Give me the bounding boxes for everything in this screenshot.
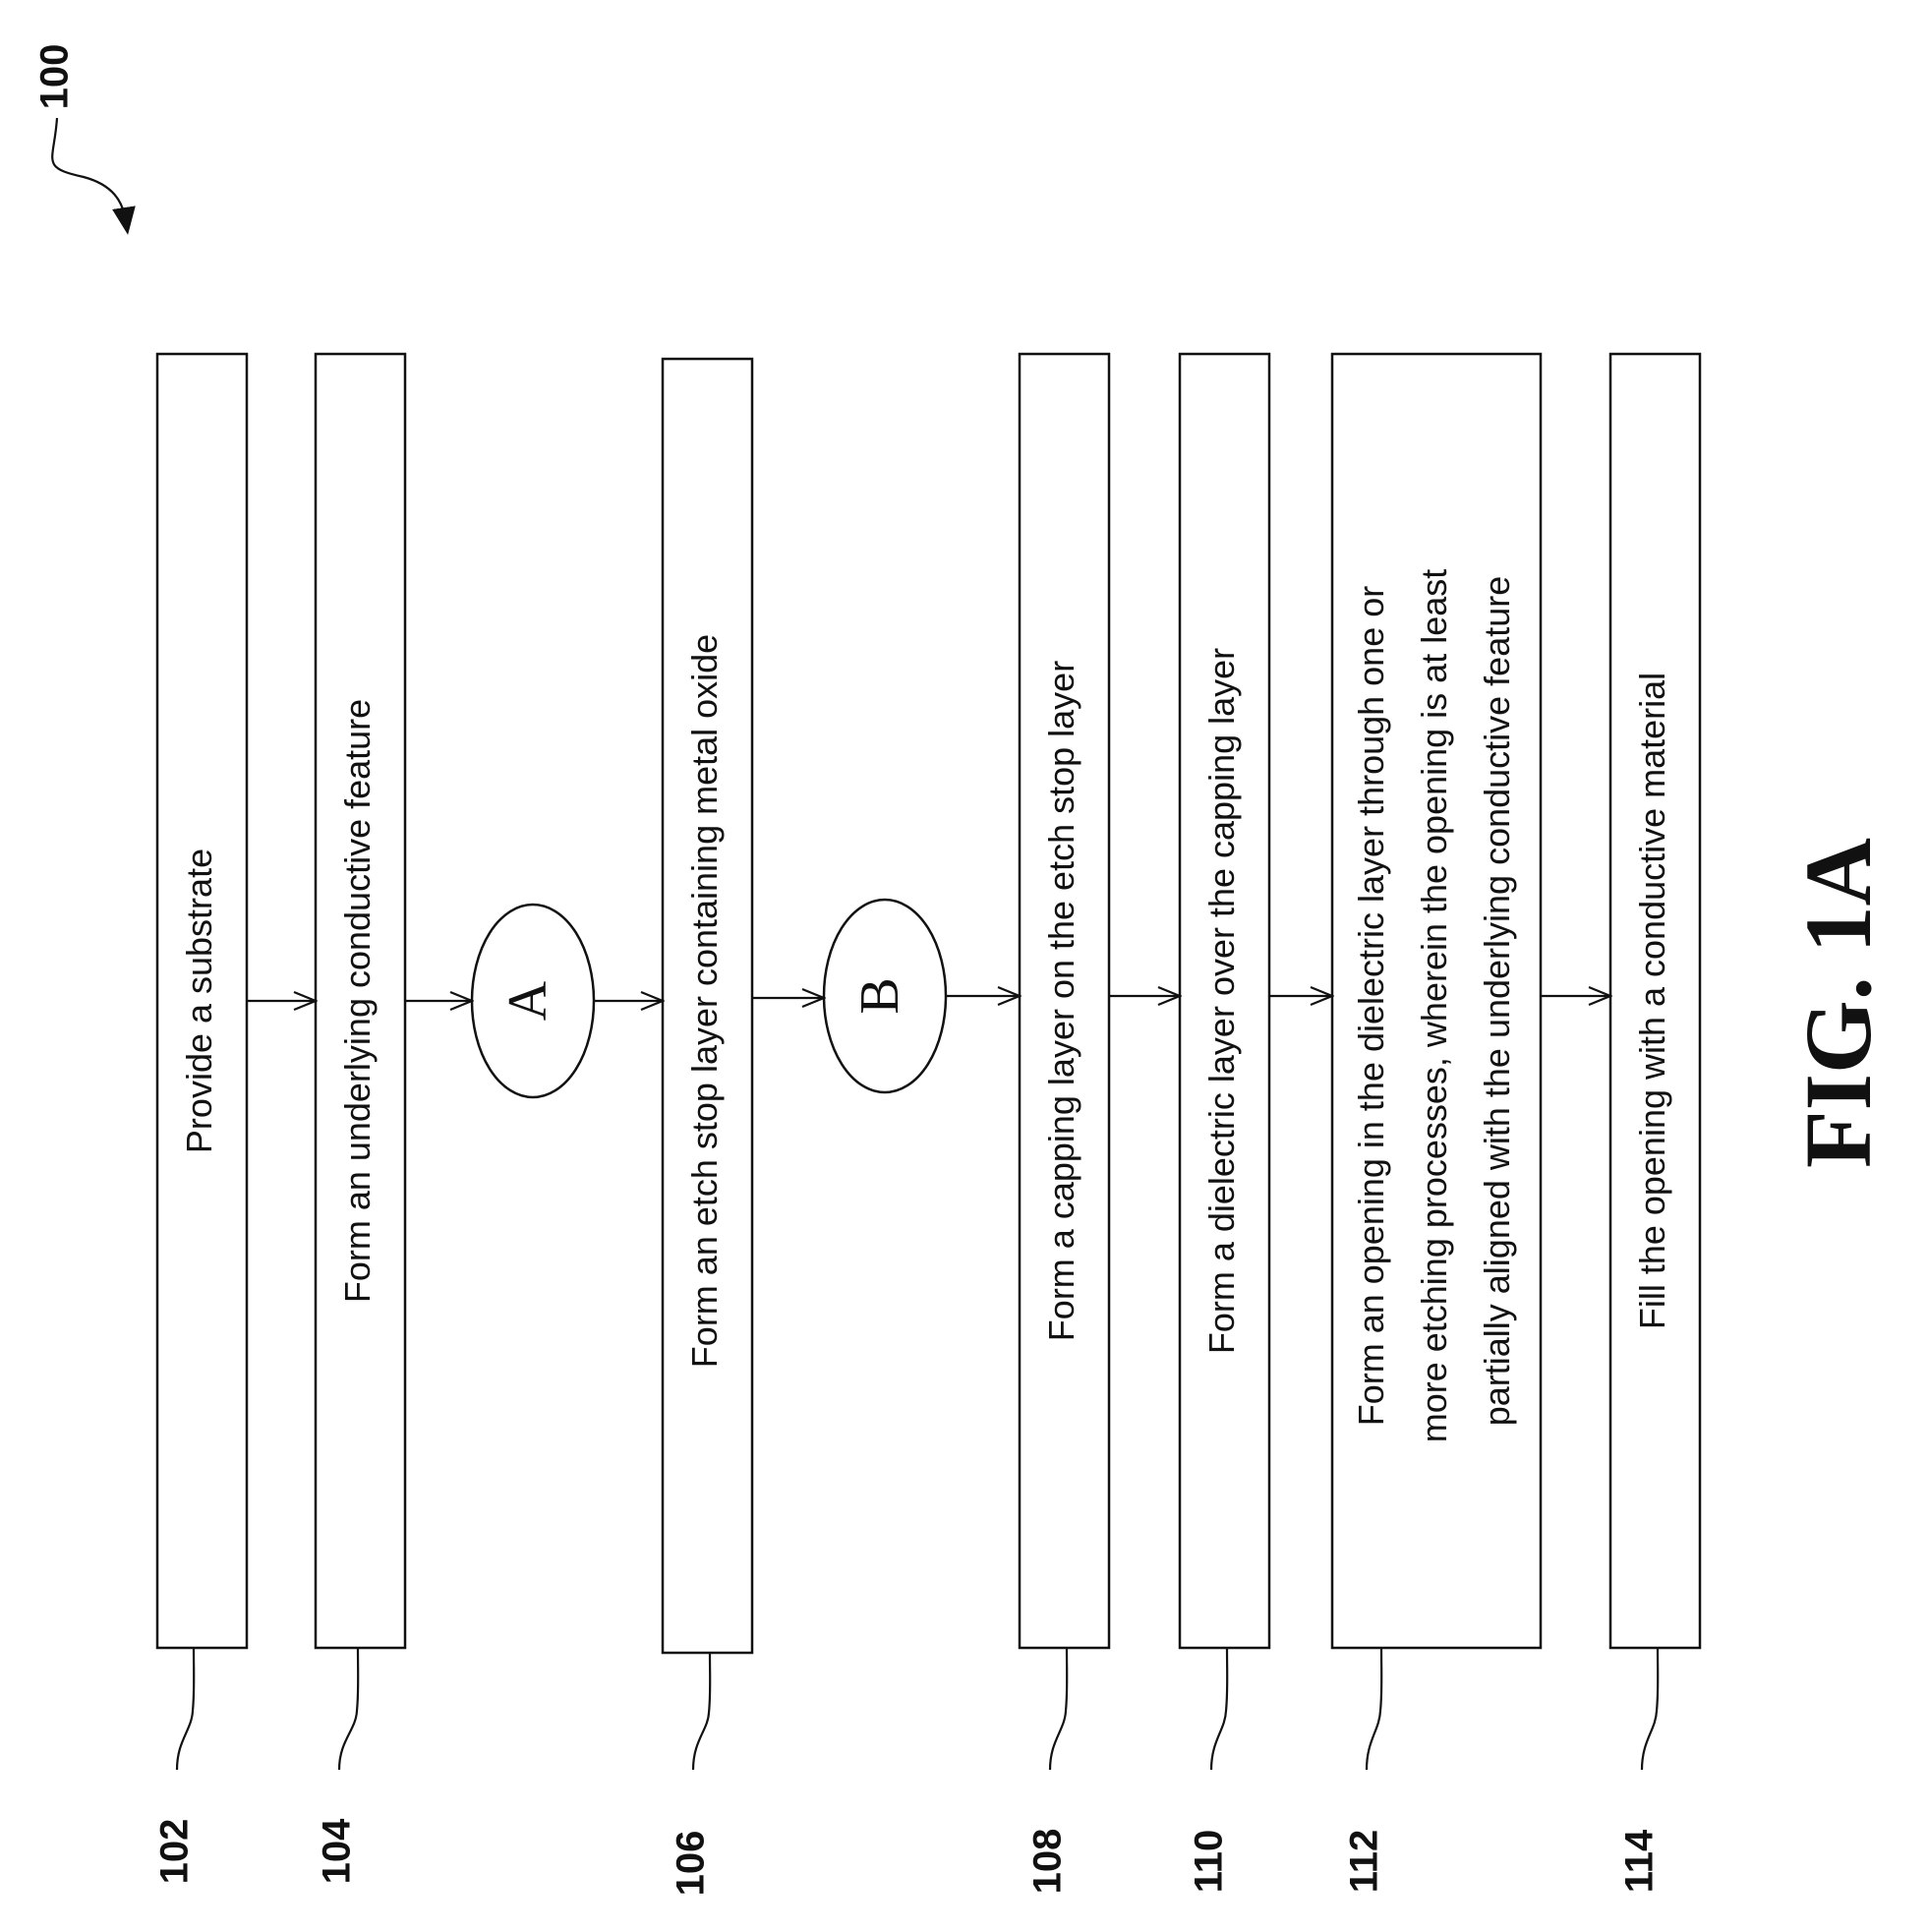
step-ref-leader <box>1050 1648 1067 1770</box>
connector-b: B <box>824 900 946 1092</box>
step-ref-leader <box>693 1653 710 1770</box>
step-text-line: Form an etch stop layer containing metal… <box>684 634 725 1368</box>
step-114: Fill the opening with a conductive mater… <box>1610 354 1700 1893</box>
step-text: Provide a substrate <box>179 849 219 1153</box>
step-ref-leader <box>1642 1648 1658 1770</box>
step-text-line: Form an underlying conductive feature <box>337 699 378 1303</box>
figure-number: 100 <box>33 44 77 110</box>
step-ref-leader <box>1211 1648 1227 1770</box>
step-ref-number: 114 <box>1618 1829 1662 1893</box>
step-ref-leader <box>339 1648 358 1770</box>
step-text-line: Form an opening in the dielectric layer … <box>1351 586 1391 1427</box>
step-110: Form a dielectric layer over the capping… <box>1180 354 1269 1893</box>
step-ref-number: 106 <box>670 1831 713 1897</box>
step-text: Form an etch stop layer containing metal… <box>684 634 725 1368</box>
step-ref-number: 104 <box>316 1818 359 1884</box>
step-text: Form a dielectric layer over the capping… <box>1201 648 1242 1354</box>
figure-pointer-curve <box>52 118 126 221</box>
step-text: Form a capping layer on the etch stop la… <box>1041 661 1081 1341</box>
step-ref-leader <box>1367 1648 1381 1770</box>
step-ref-number: 108 <box>1026 1829 1070 1895</box>
step-text-line: Fill the opening with a conductive mater… <box>1632 673 1672 1329</box>
step-text: Form an opening in the dielectric layer … <box>1351 559 1517 1443</box>
step-ref-number: 102 <box>153 1819 197 1885</box>
step-text-line: Provide a substrate <box>179 849 219 1153</box>
connector-label: A <box>497 980 558 1021</box>
step-text-line: partially aligned with the underlying co… <box>1477 576 1517 1427</box>
step-text-line: Form a capping layer on the etch stop la… <box>1041 661 1081 1341</box>
step-text: Fill the opening with a conductive mater… <box>1632 673 1672 1329</box>
step-text: Form an underlying conductive feature <box>337 699 378 1303</box>
connector-a: A <box>472 905 594 1097</box>
step-text-line: Form a dielectric layer over the capping… <box>1201 648 1242 1354</box>
step-102: Provide a substrate 102 <box>153 354 247 1884</box>
step-ref-leader <box>177 1648 194 1770</box>
figure-caption: FIG. 1A <box>1785 838 1891 1168</box>
step-text-line: more etching processes, wherein the open… <box>1414 569 1454 1443</box>
step-ref-number: 112 <box>1343 1830 1386 1894</box>
step-108: Form a capping layer on the etch stop la… <box>1020 354 1109 1894</box>
connector-label: B <box>849 977 910 1014</box>
step-104: Form an underlying conductive feature 10… <box>316 354 405 1884</box>
step-ref-number: 110 <box>1188 1830 1231 1894</box>
step-112: Form an opening in the dielectric layer … <box>1332 354 1541 1893</box>
step-106: Form an etch stop layer containing metal… <box>663 359 752 1896</box>
